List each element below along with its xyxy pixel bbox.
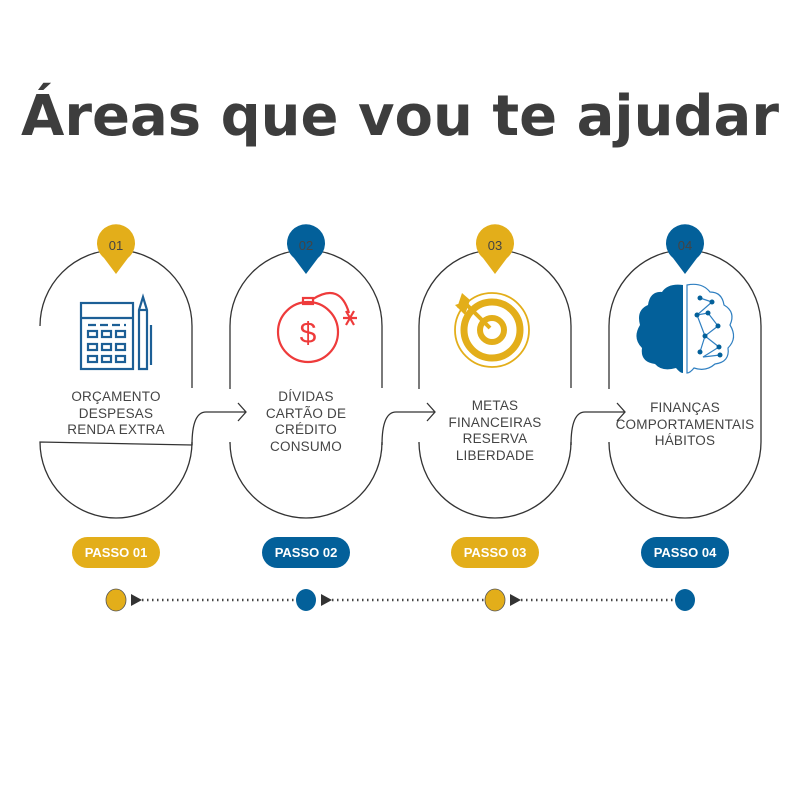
- step-4-pill: PASSO 04: [641, 537, 729, 568]
- timeline-dot-4: [675, 589, 695, 611]
- timeline: [105, 588, 695, 612]
- capsule-1: [39, 249, 193, 519]
- step-line: HÁBITOS: [654, 433, 716, 448]
- step-number-2: 02: [298, 238, 314, 253]
- capsule-2: [229, 249, 383, 519]
- svg-text:$: $: [300, 317, 317, 350]
- pin-2: [287, 224, 326, 274]
- pin-3: [476, 224, 514, 274]
- connector-2-3: [381, 402, 436, 446]
- target-arrow-icon: [454, 292, 530, 368]
- step-line: ORÇAMENTO: [71, 389, 161, 404]
- step-number-3: 03: [487, 238, 503, 253]
- brain-network-icon: [636, 283, 735, 374]
- step-line: FINANCEIRAS: [448, 414, 542, 430]
- timeline-arrow-icon: [131, 594, 142, 606]
- step-line: FINANÇAS: [650, 400, 720, 415]
- timeline-arrow-icon: [321, 594, 332, 606]
- capsule-3: [418, 249, 572, 519]
- step-line: CONSUMO: [270, 438, 342, 454]
- step-2-text: DÍVIDAS CARTÃO DE CRÉDITO CONSUMO: [226, 389, 386, 455]
- step-line: CARTÃO DE: [265, 405, 347, 421]
- step-line: DÍVIDAS: [278, 389, 334, 404]
- step-line: RENDA EXTRA: [67, 422, 165, 437]
- step-number-4: 04: [677, 238, 693, 253]
- money-bomb-icon: $: [276, 291, 357, 364]
- step-1-pill: PASSO 01: [72, 537, 160, 568]
- pin-1: [97, 224, 135, 274]
- step-line: METAS: [471, 398, 519, 413]
- calculator-pencil-icon: [79, 293, 153, 371]
- timeline-arrow-icon: [510, 594, 521, 606]
- timeline-dot-3: [484, 588, 506, 612]
- page-title: Áreas que vou te ajudar: [21, 84, 779, 149]
- step-line: RESERVA: [462, 431, 528, 446]
- connector-3-4: [570, 402, 626, 446]
- step-line: DESPESAS: [78, 405, 154, 421]
- step-line: COMPORTAMENTAIS: [615, 416, 755, 432]
- step-2-pill: PASSO 02: [262, 537, 350, 568]
- step-4-text: FINANÇAS COMPORTAMENTAIS HÁBITOS: [605, 400, 765, 450]
- step-line: CRÉDITO: [275, 422, 337, 437]
- connector-1-2: [191, 402, 247, 446]
- step-3-pill: PASSO 03: [451, 537, 539, 568]
- pin-4: [666, 224, 704, 274]
- step-1-text: ORÇAMENTO DESPESAS RENDA EXTRA: [36, 389, 196, 439]
- timeline-dot-1: [105, 588, 127, 612]
- timeline-dot-2: [296, 589, 316, 611]
- step-3-text: METAS FINANCEIRAS RESERVA LIBERDADE: [415, 398, 575, 464]
- step-line: LIBERDADE: [455, 447, 535, 463]
- step-number-1: 01: [108, 238, 124, 253]
- capsule-4: [608, 249, 762, 519]
